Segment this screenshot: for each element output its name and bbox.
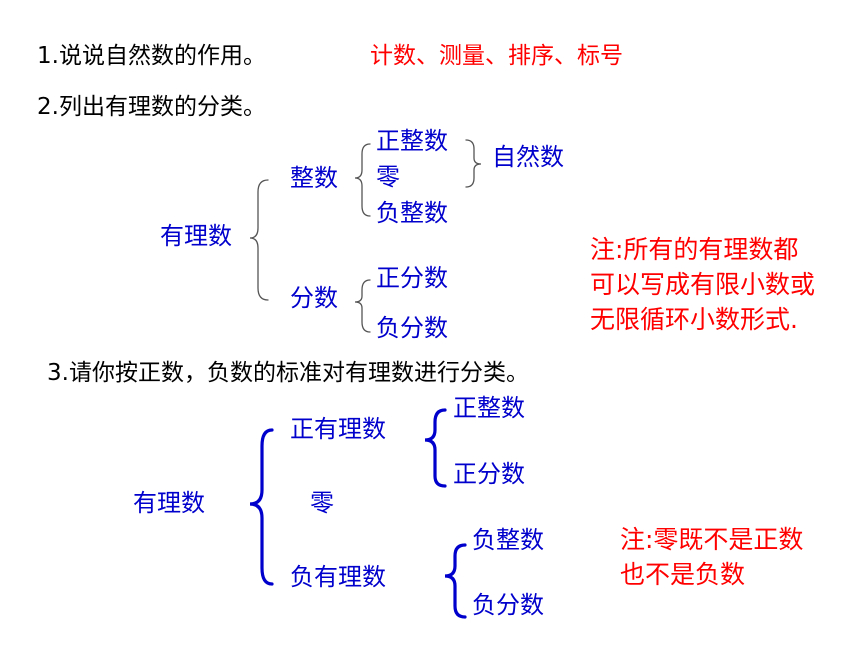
q2-positive-fraction: 正分数 (376, 264, 448, 292)
q2-note-line-1: 注:所有的有理数都 (590, 235, 799, 264)
q2-note: 注:所有的有理数都 可以写成有限小数或 无限循环小数形式. (590, 232, 815, 337)
q2-note-line-3: 无限循环小数形式. (590, 305, 798, 334)
q2-positive-integer: 正整数 (376, 127, 448, 155)
question-1: 1.说说自然数的作用。 (37, 43, 266, 69)
q3-note-line-2: 也不是负数 (620, 560, 746, 589)
natural-number-uses: 计数、测量、排序、标号 (370, 43, 623, 69)
q3-note: 注:零既不是正数 也不是负数 (620, 522, 803, 592)
q2-fraction-brace (354, 279, 371, 333)
q3-negative-brace (444, 543, 467, 619)
q2-note-line-2: 可以写成有限小数或 (590, 270, 816, 299)
q3-negative-fraction: 负分数 (472, 591, 544, 619)
q3-zero: 零 (310, 489, 334, 517)
q3-rational-root: 有理数 (133, 489, 205, 517)
q2-negative-integer: 负整数 (376, 199, 448, 227)
q2-natural-brace (465, 139, 482, 188)
q2-rational-root: 有理数 (160, 222, 232, 250)
q3-positive-fraction: 正分数 (453, 460, 525, 488)
q3-negative-rational: 负有理数 (290, 563, 386, 591)
q3-positive-brace (424, 408, 447, 488)
q3-positive-rational: 正有理数 (290, 415, 386, 443)
q2-root-brace (249, 179, 269, 301)
q3-positive-integer: 正整数 (453, 394, 525, 422)
question-2: 2.列出有理数的分类。 (37, 94, 266, 120)
question-3: 3.请你按正数，负数的标准对有理数进行分类。 (47, 360, 529, 386)
q2-integer: 整数 (290, 164, 338, 192)
q3-root-brace (249, 428, 274, 586)
q2-natural-number: 自然数 (492, 143, 564, 171)
q2-negative-fraction: 负分数 (376, 314, 448, 342)
q2-integer-brace (354, 143, 371, 217)
q3-negative-integer: 负整数 (472, 526, 544, 554)
q2-fraction: 分数 (290, 284, 338, 312)
q3-note-line-1: 注:零既不是正数 (620, 525, 804, 554)
q2-zero: 零 (376, 163, 400, 191)
